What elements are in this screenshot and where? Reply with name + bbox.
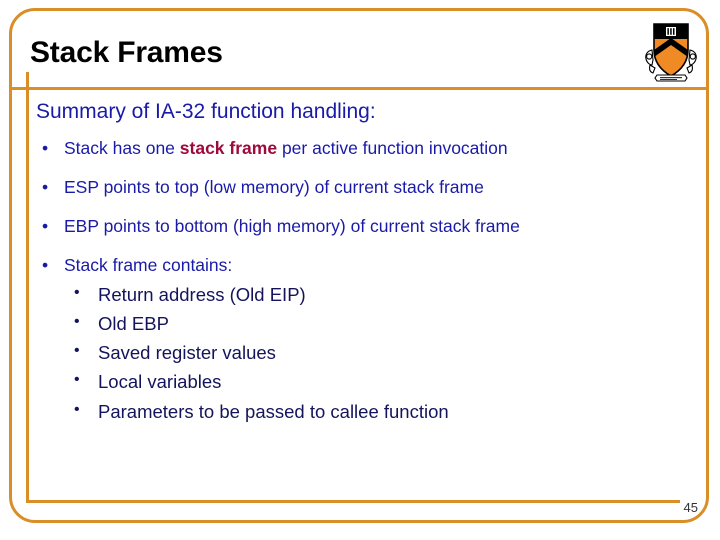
bullet-marker-icon: • xyxy=(42,138,49,158)
bullet-text-prefix: Stack has one xyxy=(64,138,180,158)
bullet-marker-icon: • xyxy=(74,342,80,360)
list-item: • Parameters to be passed to callee func… xyxy=(64,401,694,422)
bullet-marker-icon: • xyxy=(74,400,80,418)
slide-frame-border xyxy=(9,8,709,523)
list-item: • ESP points to top (low memory) of curr… xyxy=(34,177,694,197)
list-item: • EBP points to bottom (high memory) of … xyxy=(34,216,694,236)
list-item: • Return address (Old EIP) xyxy=(64,284,694,305)
list-item: • Local variables xyxy=(64,371,694,392)
slide-body: Summary of IA-32 function handling: • St… xyxy=(34,100,694,441)
list-item: • Saved register values xyxy=(64,342,694,363)
page-number: 45 xyxy=(683,500,698,515)
slide-frame-inner-bottom-rule xyxy=(26,500,680,503)
list-item: • Stack frame contains: • Return address… xyxy=(34,255,694,421)
bullet-marker-icon: • xyxy=(42,177,49,198)
bullet-marker-icon: • xyxy=(42,255,49,276)
bullet-list-level-1: • Stack has one stack frame per active f… xyxy=(34,138,694,422)
bullet-text-emphasis: stack frame xyxy=(179,138,278,158)
bullet-text: Stack frame contains: xyxy=(64,255,233,276)
sub-bullet-text: Saved register values xyxy=(98,342,276,364)
princeton-shield-logo xyxy=(644,20,698,84)
bullet-marker-icon: • xyxy=(74,312,80,330)
bullet-text: ESP points to top (low memory) of curren… xyxy=(64,177,484,198)
body-lead-text: Summary of IA-32 function handling: xyxy=(36,100,376,123)
bullet-text-suffix: per active function invocation xyxy=(277,138,508,158)
list-item: • Old EBP xyxy=(64,313,694,334)
bullet-list-level-2: • Return address (Old EIP) • Old EBP • S… xyxy=(64,284,694,422)
sub-bullet-text: Parameters to be passed to callee functi… xyxy=(98,400,449,422)
bullet-text: EBP points to bottom (high memory) of cu… xyxy=(64,216,520,237)
slide-frame-inner-vertical-rule xyxy=(26,72,29,503)
slide-title-divider-rule xyxy=(10,87,708,90)
page-title: Stack Frames xyxy=(30,36,223,69)
list-item: • Stack has one stack frame per active f… xyxy=(34,138,694,158)
bullet-marker-icon: • xyxy=(74,283,80,301)
sub-bullet-text: Local variables xyxy=(98,371,222,393)
bullet-marker-icon: • xyxy=(74,371,80,389)
bullet-marker-icon: • xyxy=(42,216,49,237)
sub-bullet-text: Return address (Old EIP) xyxy=(98,283,306,305)
sub-bullet-text: Old EBP xyxy=(98,312,169,334)
